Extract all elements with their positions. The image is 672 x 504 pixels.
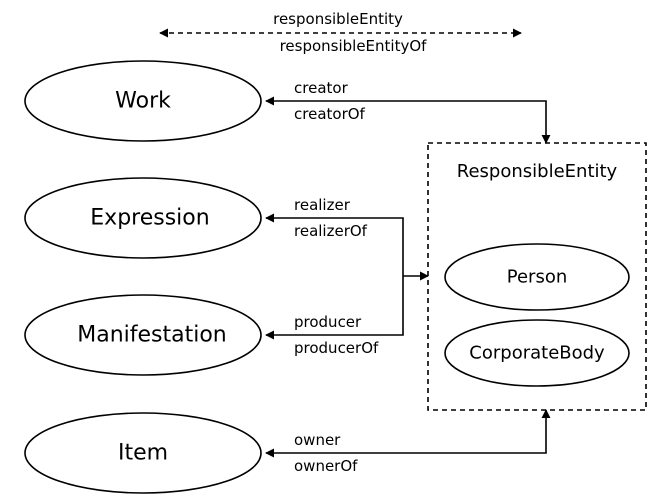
- group-responsible-entity: ResponsibleEntity Person CorporateBody: [427, 142, 647, 411]
- node-expression: Expression: [24, 177, 262, 259]
- edge-creator: creator creatorOf: [265, 79, 551, 144]
- legend: responsibleEntity responsibleEntityOf: [159, 10, 522, 55]
- node-manifestation: Manifestation: [24, 294, 262, 376]
- node-corporate-body: CorporateBody: [444, 319, 630, 387]
- edge-producer-forward-label: producer: [294, 313, 362, 331]
- edge-realizer-forward-label: realizer: [294, 196, 351, 214]
- edge-producer-inverse-label: producerOf: [294, 339, 379, 357]
- edge-owner-inverse-label: ownerOf: [294, 457, 358, 475]
- edge-owner-forward-label: owner: [294, 431, 341, 449]
- node-work: Work: [24, 60, 262, 142]
- group-title: ResponsibleEntity: [457, 161, 618, 182]
- node-person-label: Person: [507, 267, 568, 288]
- edge-realizer: realizer realizerOf: [265, 196, 404, 276]
- node-expression-label: Expression: [90, 206, 209, 231]
- node-person: Person: [444, 243, 630, 311]
- edge-creator-line: [265, 96, 551, 144]
- edge-owner: owner ownerOf: [265, 409, 551, 475]
- edge-realizer-inverse-label: realizerOf: [294, 222, 368, 240]
- edge-creator-forward-label: creator: [294, 79, 349, 97]
- node-item: Item: [24, 412, 262, 494]
- edge-producer-line: [265, 276, 404, 340]
- node-item-label: Item: [118, 441, 168, 466]
- edge-producer: producer producerOf: [265, 276, 404, 357]
- legend-forward-label: responsibleEntity: [273, 10, 403, 28]
- node-work-label: Work: [115, 89, 171, 114]
- edge-realizer-line: [265, 213, 404, 276]
- edge-owner-line: [265, 409, 551, 458]
- legend-inverse-label: responsibleEntityOf: [280, 37, 428, 55]
- node-manifestation-label: Manifestation: [77, 323, 227, 348]
- node-corporate-body-label: CorporateBody: [469, 343, 605, 364]
- edge-creator-inverse-label: creatorOf: [294, 105, 366, 123]
